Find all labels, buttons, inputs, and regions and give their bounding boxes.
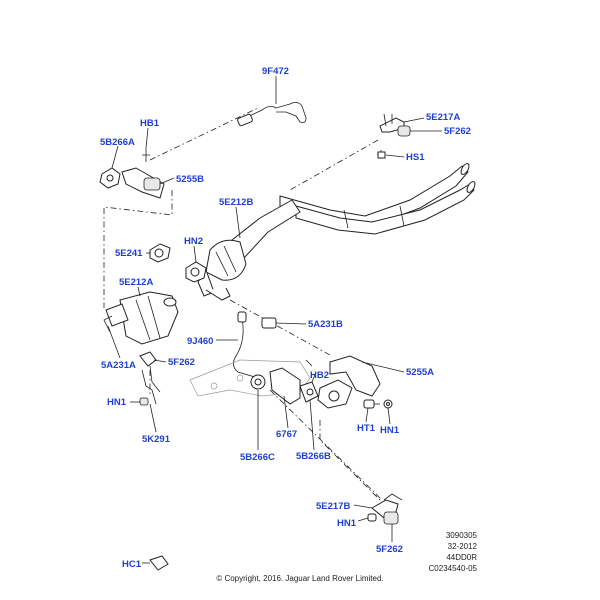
callout-5b266a[interactable]: 5B266A bbox=[100, 137, 135, 148]
bracket-5e217a[interactable] bbox=[377, 113, 411, 159]
callout-5f262-bottom[interactable]: 5F262 bbox=[376, 544, 403, 555]
oxygen-sensor-9f472[interactable] bbox=[237, 102, 307, 127]
callout-hs1[interactable]: HS1 bbox=[406, 152, 425, 163]
callout-hn1-right[interactable]: HN1 bbox=[380, 425, 400, 436]
callout-5255a[interactable]: 5255A bbox=[406, 367, 434, 378]
callout-5e217a[interactable]: 5E217A bbox=[426, 112, 461, 123]
callout-9j460[interactable]: 9J460 bbox=[187, 336, 214, 347]
callout-hb2[interactable]: HB2 bbox=[310, 370, 330, 381]
callout-hc1[interactable]: HC1 bbox=[122, 559, 142, 570]
callout-5f262-mid[interactable]: 5F262 bbox=[168, 357, 195, 368]
copyright-notice: © Copyright, 2016. Jaguar Land Rover Lim… bbox=[216, 574, 384, 583]
catalytic-converter-5e212a[interactable] bbox=[103, 291, 179, 345]
reference-line-2: 32-2012 bbox=[447, 542, 477, 551]
intermediate-pipe-5255a[interactable] bbox=[305, 355, 381, 409]
reference-line-1: 3090305 bbox=[445, 531, 477, 540]
callout-5e212a[interactable]: 5E212A bbox=[119, 277, 154, 288]
bracket-5k291[interactable] bbox=[139, 351, 161, 406]
callout-5e212b[interactable]: 5E212B bbox=[219, 197, 254, 208]
callout-5f262-top[interactable]: 5F262 bbox=[444, 126, 471, 137]
reference-line-3: 44DD0R bbox=[446, 553, 477, 562]
callout-5b266b[interactable]: 5B266B bbox=[296, 451, 331, 462]
clip-hc1[interactable] bbox=[149, 555, 169, 571]
rear-tailpipes[interactable] bbox=[279, 162, 477, 235]
callout-hn1-bottom[interactable]: HN1 bbox=[337, 518, 357, 529]
callout-6767[interactable]: 6767 bbox=[276, 429, 298, 440]
sensor-9j460[interactable] bbox=[233, 311, 277, 379]
callout-hb1[interactable]: HB1 bbox=[140, 118, 160, 129]
callout-hn2[interactable]: HN2 bbox=[184, 236, 204, 247]
callout-hn1-left[interactable]: HN1 bbox=[107, 397, 127, 408]
bracket-5e217b[interactable] bbox=[367, 493, 403, 525]
callout-5a231b[interactable]: 5A231B bbox=[308, 319, 343, 330]
flange-group-5b266c[interactable] bbox=[250, 367, 319, 405]
reference-line-4: C0234540-05 bbox=[428, 564, 477, 573]
callout-5e241[interactable]: 5E241 bbox=[115, 248, 143, 259]
callout-9f472[interactable]: 9F472 bbox=[262, 66, 289, 77]
callout-5255b[interactable]: 5255B bbox=[176, 174, 204, 185]
callout-ht1[interactable]: HT1 bbox=[357, 423, 375, 434]
callout-5b266c[interactable]: 5B266C bbox=[240, 452, 275, 463]
downpipe-5255b[interactable] bbox=[99, 148, 165, 199]
guide-lines bbox=[103, 107, 386, 506]
gasket-5e241[interactable] bbox=[149, 243, 207, 283]
fasteners-ht1-hn1[interactable] bbox=[363, 399, 393, 409]
callout-5e217b[interactable]: 5E217B bbox=[316, 501, 351, 512]
callout-5k291[interactable]: 5K291 bbox=[142, 434, 170, 445]
catalytic-converter-5e212b[interactable] bbox=[197, 199, 301, 301]
leader-lines bbox=[107, 76, 442, 564]
callout-5a231a[interactable]: 5A231A bbox=[101, 360, 136, 371]
